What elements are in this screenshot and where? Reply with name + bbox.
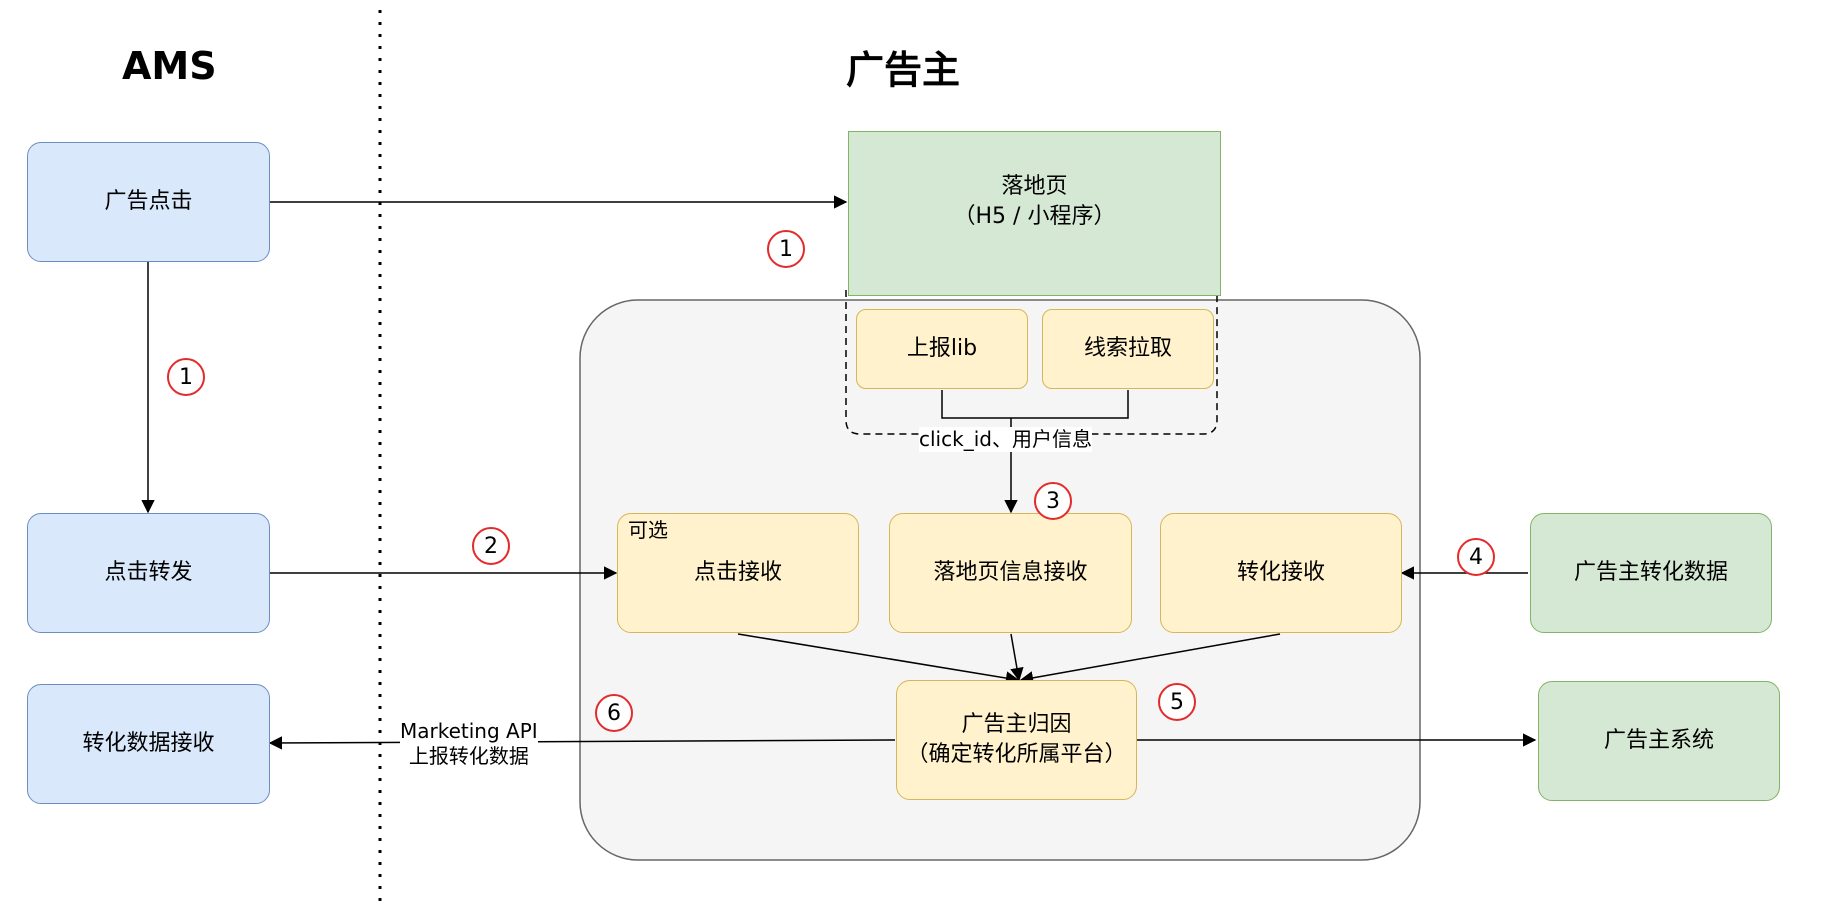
attribution-title: 广告主归因 xyxy=(961,712,1072,737)
landing-page: 落地页 （H5 / 小程序） xyxy=(848,131,1221,296)
landing-page-title: 落地页 xyxy=(1001,174,1068,199)
step-3: 3 xyxy=(1034,482,1072,520)
conversion-receive-label: 转化接收 xyxy=(1236,560,1325,585)
ams-conversion-receive-label: 转化数据接收 xyxy=(82,731,215,756)
landing-page-subtitle: （H5 / 小程序） xyxy=(953,204,1116,229)
conversion-receive: 转化接收 xyxy=(1160,513,1402,633)
edge-conv-recv-to-attr xyxy=(1019,633,1281,685)
lead-fetch-label: 线索拉取 xyxy=(1083,336,1172,361)
step-4: 4 xyxy=(1457,538,1495,576)
step-6: 6 xyxy=(595,694,633,732)
report-lib-label: 上报lib xyxy=(906,336,978,361)
lead-fetch: 线索拉取 xyxy=(1042,309,1214,389)
landing-info-receive-label: 落地页信息接收 xyxy=(933,560,1088,585)
marketing-api-label: Marketing API 上报转化数据 xyxy=(400,719,538,769)
lane-title-ams: AMS xyxy=(122,44,217,88)
edge-lib-merge xyxy=(941,390,1011,419)
step-1-left: 1 xyxy=(167,358,205,396)
step-1-top: 1 xyxy=(767,230,805,268)
report-lib: 上报lib xyxy=(856,309,1028,389)
attribution-subtitle: （确定转化所属平台） xyxy=(906,742,1127,767)
click-receive-label: 点击接收 xyxy=(693,560,782,585)
ams-click-forward-label: 点击转发 xyxy=(104,560,193,585)
advertiser-conversion-data: 广告主转化数据 xyxy=(1530,513,1772,633)
edge-lead-merge xyxy=(1011,390,1129,419)
advertiser-attribution: 广告主归因 （确定转化所属平台） xyxy=(896,680,1137,800)
ams-ad-click-label: 广告点击 xyxy=(104,189,193,214)
ams-click-forward: 点击转发 xyxy=(27,513,270,633)
landing-info-receive: 落地页信息接收 xyxy=(889,513,1132,633)
click-receive: 点击接收 xyxy=(617,513,859,633)
ams-conversion-receive: 转化数据接收 xyxy=(27,684,270,804)
step-5: 5 xyxy=(1158,683,1196,721)
advertiser-system-label: 广告主系统 xyxy=(1603,728,1714,753)
lane-title-advertiser: 广告主 xyxy=(846,48,961,92)
params-label: click_id、用户信息 xyxy=(919,427,1092,452)
marketing-api-line1: Marketing API xyxy=(400,719,538,743)
optional-tag: 可选 xyxy=(628,518,668,542)
advertiser-conversion-data-label: 广告主转化数据 xyxy=(1573,560,1728,585)
edge-attr-to-ams xyxy=(268,736,896,750)
edge-click-recv-to-attr xyxy=(737,633,1020,685)
ams-ad-click: 广告点击 xyxy=(27,142,270,262)
advertiser-system: 广告主系统 xyxy=(1538,681,1780,801)
step-2: 2 xyxy=(472,527,510,565)
edge-landing-recv-to-attr xyxy=(1010,633,1024,682)
marketing-api-line2: 上报转化数据 xyxy=(408,744,529,768)
